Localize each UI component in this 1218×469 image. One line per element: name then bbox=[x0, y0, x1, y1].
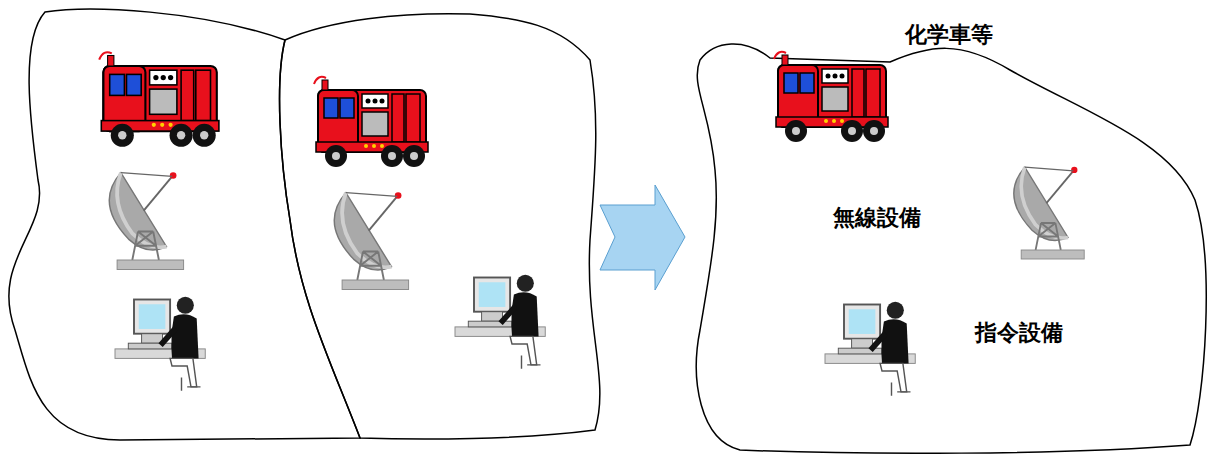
part-label: 指令設備 bbox=[975, 320, 1063, 346]
part-label: 化学車等 bbox=[905, 22, 993, 48]
part-label: 無線設備 bbox=[833, 205, 921, 231]
